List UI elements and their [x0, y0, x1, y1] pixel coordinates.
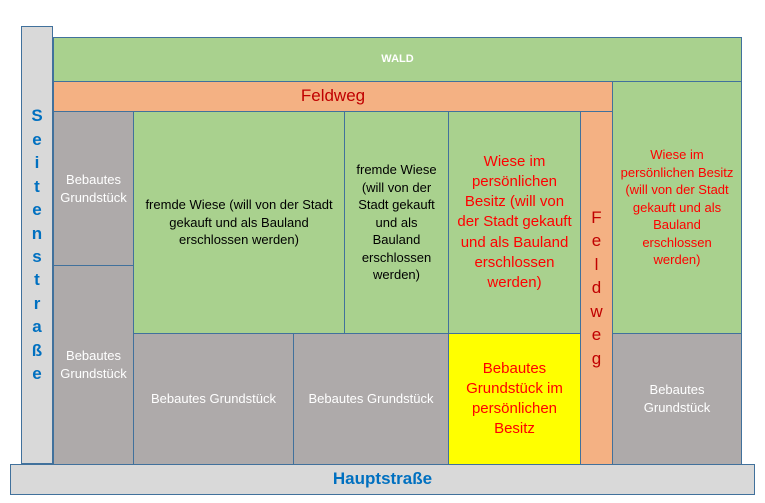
letter: ß — [31, 340, 43, 360]
built-plot-top-left: Bebautes Grundstück — [53, 111, 134, 266]
main-street: Hauptstraße — [10, 464, 755, 495]
built-plot-bottom-1: Bebautes Grundstück — [133, 333, 294, 465]
letter: t — [34, 270, 40, 290]
letter: t — [34, 176, 40, 196]
letter: l — [594, 254, 599, 274]
forest: WALD — [53, 37, 742, 82]
own-meadow-1: Wiese im persönlichen Besitz (will von d… — [448, 111, 581, 334]
built-plot-bottom-left: Bebautes Grundstück — [53, 265, 134, 465]
letter: e — [591, 325, 602, 345]
letter: w — [590, 301, 603, 321]
letter: n — [31, 223, 43, 243]
letter: e — [32, 129, 42, 149]
letter: a — [32, 317, 42, 337]
letter: s — [32, 247, 42, 266]
foreign-meadow-1: fremde Wiese (will von der Stadt gekauft… — [133, 111, 345, 334]
own-meadow-right: Wiese im persönlichen Besitz (will von d… — [612, 81, 742, 334]
built-plot-right: Bebautes Grundstück — [612, 333, 742, 465]
letter: e — [32, 364, 42, 384]
letter: g — [591, 348, 602, 368]
letter: d — [591, 278, 602, 298]
letter: i — [34, 153, 40, 173]
built-plot-bottom-2: Bebautes Grundstück — [293, 333, 449, 465]
letter: e — [32, 200, 42, 220]
foreign-meadow-2: fremde Wiese (will von der Stadt gekauft… — [344, 111, 449, 334]
field-path-horizontal: Feldweg — [53, 81, 613, 112]
letter: F — [591, 207, 602, 227]
letter: r — [33, 293, 41, 313]
own-built-plot: Bebautes Grundstück im persönlichen Besi… — [448, 333, 581, 465]
letter: e — [591, 231, 602, 251]
letter: S — [31, 106, 43, 126]
